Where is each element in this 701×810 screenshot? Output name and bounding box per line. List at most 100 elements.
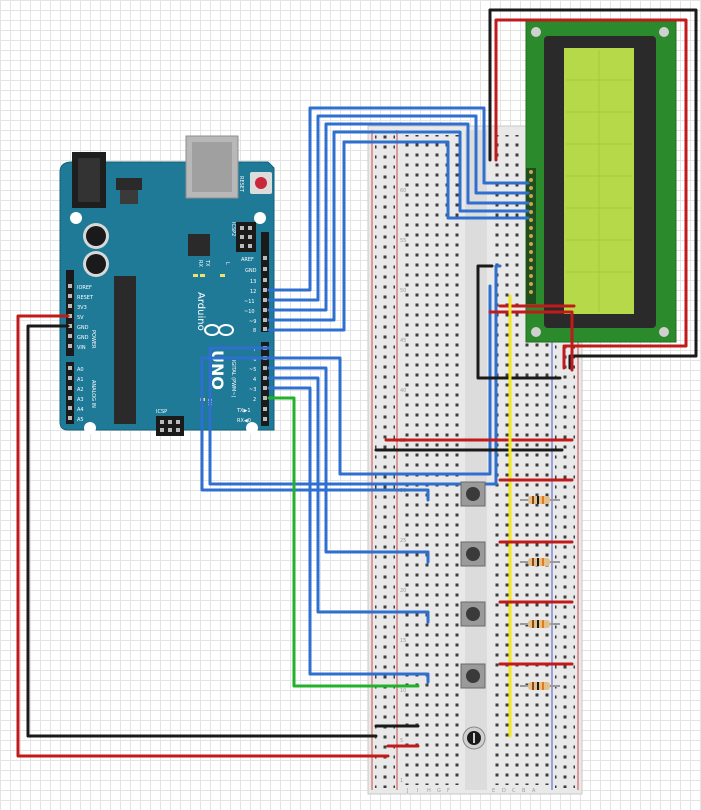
rx-label: RX (197, 260, 203, 267)
pin-label-5: ~5 (249, 367, 256, 373)
mounting-hole (246, 422, 258, 434)
resistor (520, 682, 560, 690)
wire-blue-d10 (267, 122, 530, 312)
lcd-mount-hole (531, 327, 541, 337)
push-buttons (460, 481, 486, 689)
led-rx (193, 274, 198, 277)
lcd-mount-hole (659, 27, 669, 37)
col-letter: J (406, 788, 408, 794)
usb-inner (192, 142, 232, 192)
wire-blue-d9 (267, 130, 530, 322)
wire-red-lcd-vcc (494, 18, 688, 370)
arduino-pcb (59, 161, 275, 431)
reset-label: RESET (238, 176, 244, 193)
row-number: 25 (400, 538, 406, 544)
resistors (520, 496, 560, 690)
pin-label-a3: A3 (77, 397, 84, 403)
icsp-label: ICSP (156, 409, 167, 415)
power-label: POWER (90, 330, 96, 349)
wire-blue-d6 (200, 356, 430, 502)
regulator-tab (120, 190, 138, 204)
col-letter: E (492, 788, 495, 794)
led-tx (200, 274, 205, 277)
wires (16, 8, 698, 758)
row-number: 10 (400, 688, 406, 694)
pin-label-gnd: GND (77, 325, 89, 331)
pin-label-4: 4 (253, 377, 256, 383)
row-number: 50 (400, 288, 406, 294)
pin-label-aref: AREF (241, 257, 254, 263)
capacitor-top (86, 226, 106, 246)
center-channel (465, 130, 487, 790)
resistor (520, 558, 560, 566)
wire-black-gnd (26, 324, 378, 738)
atmega-chip (114, 276, 136, 424)
pin-label-a4: A4 (77, 407, 84, 413)
row-number: 1 (400, 778, 403, 784)
row-number: 5 (400, 738, 403, 744)
voltage-regulator (116, 178, 142, 190)
wire-red-lcd-bl (488, 310, 574, 372)
pin-label-9: ~9 (249, 319, 256, 325)
pin-label-a2: A2 (77, 387, 84, 393)
pin-label-3: ~3 (249, 387, 256, 393)
push-button[interactable] (460, 541, 486, 567)
digital-pins-top (263, 256, 267, 331)
pin-label-rx0: RX◀0 (237, 418, 251, 424)
mounting-hole (70, 212, 82, 224)
lcd-pin-header (526, 168, 536, 304)
wire-blue-d7 (208, 264, 502, 486)
pin-label-12: 12 (250, 289, 256, 295)
lcd-grid (566, 50, 632, 312)
pin-label-2: 2 (253, 397, 256, 403)
mounting-hole (84, 422, 96, 434)
wire-blue-d12 (267, 106, 530, 292)
wire-blue-d3b (267, 386, 430, 684)
col-letter: I (417, 788, 418, 794)
wire-blue-d3 (267, 376, 430, 624)
lcd-mount-hole (659, 327, 669, 337)
col-letter: F (447, 788, 450, 794)
pin-label-6: ~6 (249, 357, 256, 363)
led-l (220, 274, 225, 277)
pin-label-7: 7 (253, 347, 256, 353)
icsp2-header (236, 222, 256, 252)
potentiometer[interactable] (462, 726, 486, 750)
column-letters: J I H G F E D C B A (406, 788, 536, 794)
mounting-hole (254, 212, 266, 224)
pin-label-10: ~10 (244, 309, 255, 315)
analog-header (66, 362, 74, 424)
digital-header-bottom (261, 342, 269, 426)
push-button[interactable] (460, 663, 486, 689)
row-number: 20 (400, 588, 406, 594)
wire-blue-d4 (267, 366, 430, 564)
wire-black-lcd-gnd (488, 8, 698, 370)
push-button[interactable] (460, 601, 486, 627)
left-rail-holes (375, 132, 395, 788)
col-letter: D (502, 788, 506, 794)
col-letter: A (532, 788, 536, 794)
wire-blue-d8 (267, 140, 530, 332)
arduino-brand: Arduino (195, 292, 206, 331)
pin-label-5v: 5V (77, 315, 84, 321)
power-pins (68, 284, 72, 348)
push-button[interactable] (460, 481, 486, 507)
tx-label: TX (204, 259, 210, 267)
wire-black-lcd-bl (476, 264, 562, 380)
row-number: 60 (400, 188, 406, 194)
row-number: 45 (400, 338, 406, 344)
col-letter: G (437, 788, 441, 794)
wire-red-5v (16, 314, 390, 758)
reset-button[interactable] (255, 177, 267, 189)
wire-blue-d11 (267, 114, 530, 302)
pin-label-11: ~11 (244, 299, 255, 305)
pin-label-tx1: TX▶1 (236, 408, 251, 414)
pin-label-3v3: 3V3 (77, 305, 87, 311)
lcd-16x2-module (525, 19, 677, 343)
pin-label-13: 13 (250, 279, 256, 285)
capacitor-top (86, 254, 106, 274)
col-letter: C (512, 788, 516, 794)
l-led-label: L (224, 262, 230, 265)
row-number: 15 (400, 638, 406, 644)
pin-label-a5: A5 (77, 417, 84, 423)
